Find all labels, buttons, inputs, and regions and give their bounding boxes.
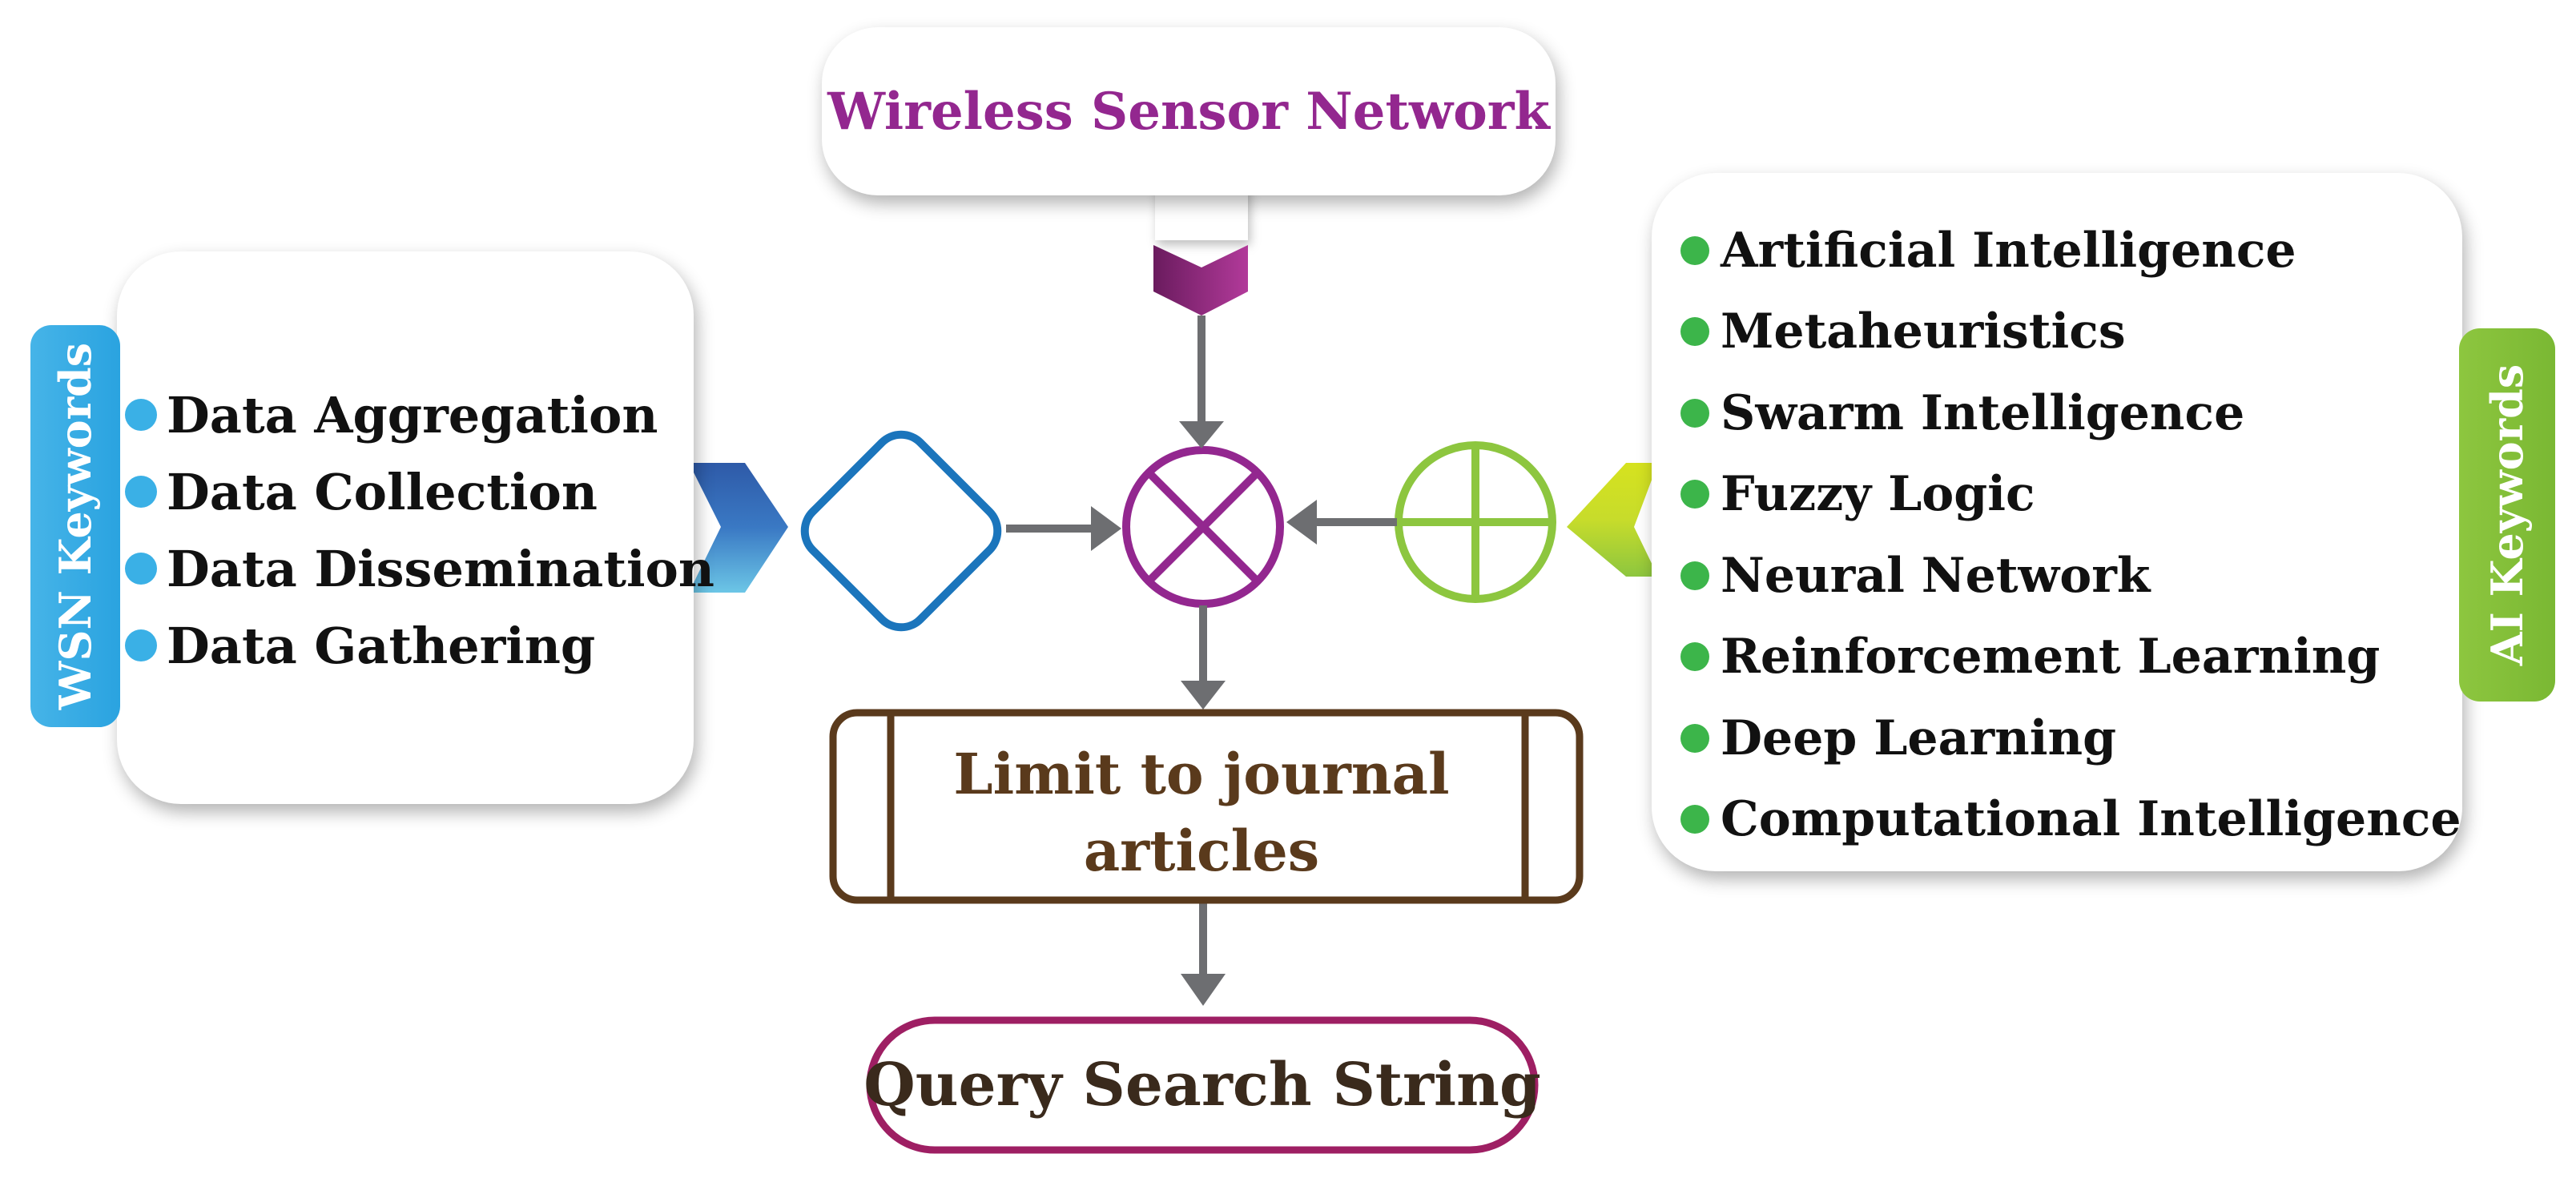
wsn-keywords-tab-label: WSN Keywords <box>50 342 101 710</box>
ai-keyword-list: Artificial Intelligence Metaheuristics S… <box>1680 210 2461 860</box>
bullet-dot-icon <box>125 476 157 508</box>
keyword-label: Metaheuristics <box>1721 304 2126 360</box>
filter-process-box <box>829 709 1584 904</box>
keyword-label: Artificial Intelligence <box>1721 222 2296 279</box>
arrow-diamond-to-operator <box>1006 506 1121 551</box>
arrow-plus-to-operator <box>1286 500 1397 545</box>
bullet-dot-icon <box>125 629 157 661</box>
bullet-dot-icon <box>125 553 157 585</box>
circle-x-icon <box>1122 446 1284 608</box>
list-item: Data Aggregation <box>125 376 714 453</box>
keyword-label: Deep Learning <box>1721 710 2117 766</box>
bullet-dot-icon <box>125 399 157 431</box>
list-item: Swarm Intelligence <box>1680 372 2461 454</box>
filter-label-line1: Limit to journal <box>953 741 1450 807</box>
keyword-label: Neural Network <box>1721 547 2151 604</box>
bullet-dot-icon <box>1680 398 1709 428</box>
top-chevron-connector <box>1153 245 1248 316</box>
list-item: Fuzzy Logic <box>1680 454 2461 536</box>
keyword-label: Computational Intelligence <box>1721 791 2461 848</box>
keyword-label: Swarm Intelligence <box>1721 384 2245 441</box>
arrow-top-to-operator <box>1179 316 1224 448</box>
list-item: Artificial Intelligence <box>1680 210 2461 291</box>
list-item: Deep Learning <box>1680 698 2461 779</box>
list-item: Reinforcement Learning <box>1680 617 2461 698</box>
list-item: Data Collection <box>125 453 714 530</box>
diamond-icon <box>800 430 1002 632</box>
wsn-chevron-connector <box>689 463 788 593</box>
keyword-label: Data Dissemination <box>167 539 714 598</box>
bullet-dot-icon <box>1680 723 1709 753</box>
list-item: Data Dissemination <box>125 530 714 607</box>
wireless-sensor-network-box <box>822 27 1556 195</box>
wsn-keywords-box <box>117 251 694 804</box>
bullet-dot-icon <box>1680 805 1709 834</box>
keyword-label: Reinforcement Learning <box>1721 629 2381 685</box>
ai-keywords-tab: AI Keywords <box>2459 328 2555 702</box>
list-item: Data Gathering <box>125 607 714 684</box>
bullet-dot-icon <box>1680 561 1709 590</box>
keyword-label: Data Aggregation <box>167 385 658 444</box>
output-terminal-box <box>866 1016 1539 1154</box>
list-item: Neural Network <box>1680 535 2461 617</box>
list-item: Metaheuristics <box>1680 291 2461 373</box>
bullet-dot-icon <box>1680 235 1709 265</box>
arrow-filter-to-output <box>1181 902 1226 1006</box>
bullet-dot-icon <box>1680 480 1709 509</box>
circle-plus-icon <box>1395 441 1556 603</box>
keyword-label: Data Collection <box>167 462 598 521</box>
keyword-label: Fuzzy Logic <box>1721 466 2035 523</box>
bullet-dot-icon <box>1680 317 1709 347</box>
ai-chevron-connector <box>1567 463 1658 577</box>
wsn-keywords-tab: WSN Keywords <box>30 325 120 727</box>
wsn-keyword-list: Data Aggregation Data Collection Data Di… <box>125 376 714 684</box>
wireless-sensor-network-title: Wireless Sensor Network <box>827 81 1550 142</box>
keyword-label: Data Gathering <box>167 616 596 675</box>
filter-label: Limit to journal articles <box>889 725 1514 901</box>
filter-label-line2: articles <box>1083 818 1320 884</box>
query-search-string-label: Query Search String <box>863 1051 1541 1120</box>
arrow-operator-to-filter <box>1181 605 1226 710</box>
list-item: Computational Intelligence <box>1680 779 2461 861</box>
bullet-dot-icon <box>1680 642 1709 672</box>
ai-keywords-box <box>1652 173 2462 871</box>
ai-keywords-tab-label: AI Keywords <box>2481 364 2533 666</box>
